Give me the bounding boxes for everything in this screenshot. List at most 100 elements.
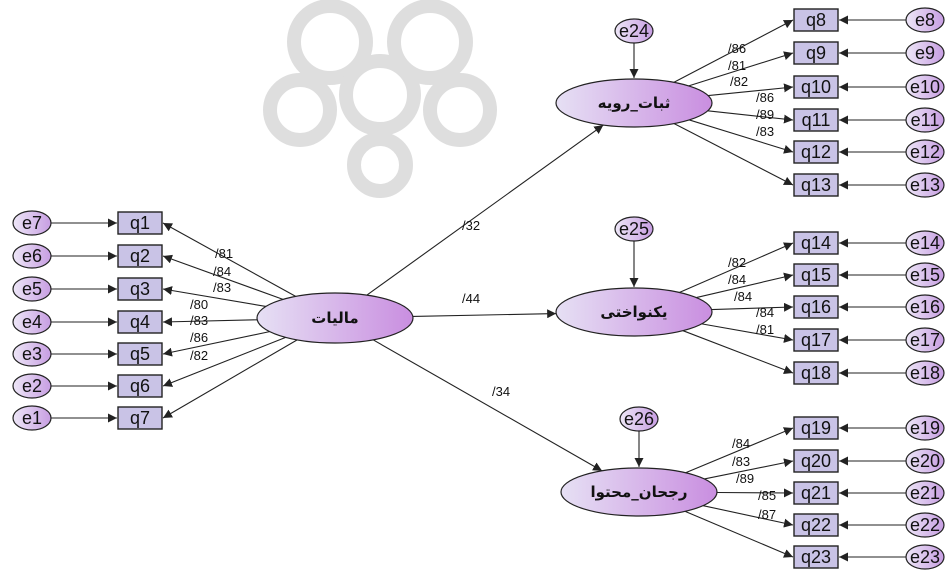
- loading-path: [162, 317, 258, 327]
- error-label: e13: [910, 175, 940, 195]
- observed-q18: [793, 361, 839, 385]
- loading-coefficient: /84: [756, 305, 774, 320]
- error-e16: [905, 294, 945, 320]
- observed-q11: [793, 108, 839, 132]
- observed-label: q18: [801, 363, 831, 383]
- loading-path: [684, 510, 794, 558]
- error-label: e15: [910, 265, 940, 285]
- observed-q19: [793, 416, 839, 440]
- error-e17: [905, 327, 945, 353]
- error-e9: [905, 40, 945, 66]
- error-label: e24: [619, 21, 649, 41]
- error-label: e8: [915, 10, 935, 30]
- observed-q7: [117, 406, 163, 430]
- structural-coefficient: /34: [492, 384, 510, 399]
- observed-q16: [793, 295, 839, 319]
- error-e11: [905, 107, 945, 133]
- observed-q2: [117, 244, 163, 268]
- observed-label: q22: [801, 515, 831, 535]
- latent-factor-maliyat: [256, 292, 414, 344]
- error-label: e12: [910, 142, 940, 162]
- loading-path: [162, 339, 298, 419]
- loading-coefficient: /83: [190, 313, 208, 328]
- error-e26: [619, 406, 659, 432]
- error-label: e14: [910, 233, 940, 253]
- loading-path: [689, 119, 794, 154]
- error-e20: [905, 448, 945, 474]
- observed-label: q2: [130, 246, 150, 266]
- error-e18: [905, 360, 945, 386]
- latent-l1: [555, 78, 713, 128]
- observed-label: q19: [801, 418, 831, 438]
- observed-q13: [793, 173, 839, 197]
- error-e10: [905, 74, 945, 100]
- error-label: e26: [624, 409, 654, 429]
- latent-label: ثبات_رویه: [598, 94, 671, 112]
- observed-label: q20: [801, 451, 831, 471]
- loading-path: [704, 458, 794, 480]
- error-label: e16: [910, 297, 940, 317]
- loading-coefficient: /84: [734, 289, 752, 304]
- loading-path: [162, 254, 284, 300]
- error-label: e25: [619, 219, 649, 239]
- error-e1: [12, 405, 52, 431]
- loading-coefficient: /81: [215, 246, 233, 261]
- observed-q21: [793, 481, 839, 505]
- loading-coefficient: /82: [730, 74, 748, 89]
- error-label: e20: [910, 451, 940, 471]
- observed-q14: [793, 231, 839, 255]
- observed-label: q7: [130, 408, 150, 428]
- loading-coefficient: /87: [758, 507, 776, 522]
- loading-path: [696, 272, 794, 299]
- latent-l3: [560, 467, 718, 517]
- observed-label: q4: [130, 312, 150, 332]
- observed-q3: [117, 277, 163, 301]
- error-e6: [12, 243, 52, 269]
- observed-label: q6: [130, 376, 150, 396]
- error-label: e3: [22, 344, 42, 364]
- error-label: e17: [910, 330, 940, 350]
- error-label: e11: [911, 110, 940, 130]
- error-label: e9: [915, 43, 935, 63]
- error-e22: [905, 512, 945, 538]
- error-label: e21: [910, 483, 940, 503]
- loading-path: [673, 123, 794, 186]
- observed-q9: [793, 41, 839, 65]
- error-e2: [12, 373, 52, 399]
- error-e13: [905, 172, 945, 198]
- observed-q1: [117, 211, 163, 235]
- loading-path: [682, 330, 794, 374]
- structural-path: [372, 339, 603, 472]
- error-e8: [905, 7, 945, 33]
- observed-q12: [793, 140, 839, 164]
- loading-coefficient: /83: [756, 124, 774, 139]
- observed-label: q8: [806, 10, 826, 30]
- loading-coefficient: /86: [190, 330, 208, 345]
- loading-path: [162, 222, 296, 297]
- error-e5: [12, 276, 52, 302]
- observed-label: q15: [801, 265, 831, 285]
- loading-coefficient: /81: [728, 58, 746, 73]
- error-label: e4: [22, 312, 42, 332]
- error-e7: [12, 210, 52, 236]
- observed-label: q21: [801, 483, 831, 503]
- error-e14: [905, 230, 945, 256]
- watermark-logo: [263, 0, 497, 198]
- observed-q15: [793, 263, 839, 287]
- loading-path: [679, 242, 794, 293]
- loading-coefficient: /86: [728, 41, 746, 56]
- observed-q20: [793, 449, 839, 473]
- latent-factor-label: مالیات: [311, 309, 358, 327]
- loading-path: [707, 110, 794, 124]
- observed-q17: [793, 328, 839, 352]
- loading-coefficient: /86: [756, 90, 774, 105]
- observed-q5: [117, 342, 163, 366]
- loading-coefficient: /82: [190, 348, 208, 363]
- error-label: e19: [910, 418, 940, 438]
- loading-path: [708, 83, 794, 97]
- observed-q4: [117, 310, 163, 334]
- loading-coefficient: /89: [736, 471, 754, 486]
- error-e25: [614, 216, 654, 242]
- error-e21: [905, 480, 945, 506]
